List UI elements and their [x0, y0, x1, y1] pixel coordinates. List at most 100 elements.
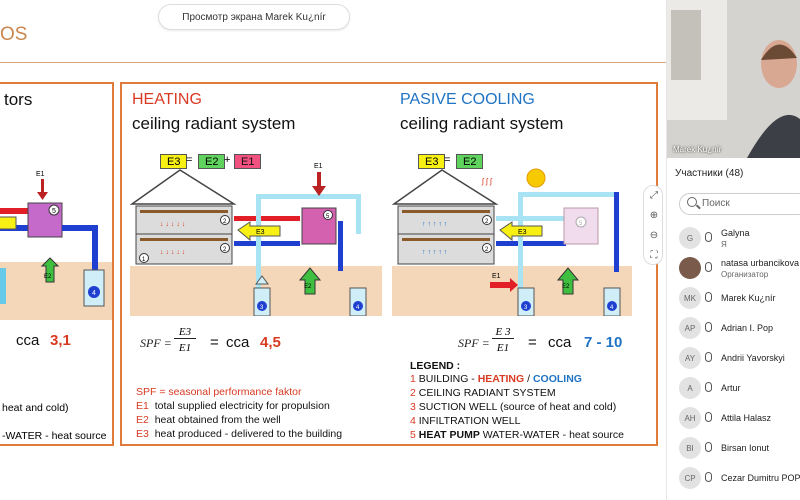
- legend-4-num: 4: [410, 415, 416, 427]
- legend-1-num: 1: [410, 373, 416, 385]
- avatar: AH: [679, 407, 701, 429]
- svg-text:4: 4: [610, 305, 614, 311]
- participant-name: Marek Ku¿nír: [721, 293, 776, 303]
- svg-text:2: 2: [485, 219, 489, 225]
- cooling-eq-sign-2: =: [528, 334, 537, 351]
- slide-title: OS: [0, 24, 28, 45]
- screen-share-banner[interactable]: Просмотр экрана Marek Ku¿nír: [158, 4, 350, 30]
- legend-1-heating: HEATING: [477, 373, 525, 385]
- legend-2-text: CEILING RADIANT SYSTEM: [418, 387, 556, 399]
- participant-role: Я: [721, 240, 727, 249]
- participant-row[interactable]: BI Birsan Ionut: [675, 434, 800, 464]
- participant-row[interactable]: natasa urbancikova Организатор: [675, 254, 800, 284]
- svg-text:↓ ↓ ↓ ↓ ↓: ↓ ↓ ↓ ↓ ↓: [160, 221, 185, 228]
- mic-icon: [705, 262, 712, 272]
- avatar: G: [679, 227, 701, 249]
- speaker-video[interactable]: Marek Ku¿nír: [667, 0, 800, 158]
- avatar: A: [679, 377, 701, 399]
- participant-name: Adrian I. Pop: [721, 323, 774, 333]
- participant-search-input[interactable]: Поиск: [679, 193, 800, 215]
- zoom-toolbar: ⤢ ⊕ ⊖ ⛶: [643, 185, 663, 265]
- svg-text:↑ ↑ ↑ ↑ ↑: ↑ ↑ ↑ ↑ ↑: [422, 249, 447, 256]
- participant-name: Artur: [721, 383, 741, 393]
- heating-subtitle: ceiling radiant system: [132, 114, 296, 133]
- note-e3-key: E3: [136, 428, 149, 440]
- participant-name: Birsan Ionut: [721, 443, 770, 453]
- avatar: AP: [679, 317, 701, 339]
- speaker-name: Marek Ku¿nír: [673, 145, 722, 154]
- participant-row[interactable]: G Galyna Я: [675, 224, 800, 254]
- mic-icon: [705, 292, 712, 302]
- svg-text:1: 1: [142, 257, 146, 263]
- cooling-diagram: ↑ ↑ ↑ ↑ ↑ ↑ ↑ ↑ ↑ ↑ 2 2 ʃ ʃ ʃ 5 E3 E1: [392, 168, 632, 316]
- participant-row[interactable]: MK Marek Ku¿nír: [675, 284, 800, 314]
- participant-row[interactable]: AP Adrian I. Pop: [675, 314, 800, 344]
- heating-eq-e3: E3: [160, 154, 188, 169]
- avatar: [679, 257, 701, 279]
- mic-icon: [705, 382, 712, 392]
- participant-name: Galyna: [721, 228, 750, 238]
- title-divider: [0, 62, 666, 63]
- heating-spf-numerator: E3: [174, 326, 196, 339]
- participants-title: Участники (48): [675, 168, 744, 179]
- shared-slide: Просмотр экрана Marek Ku¿nír OS tors 5 4: [0, 4, 666, 446]
- cooling-spf-label: SPF =: [458, 336, 490, 350]
- legend-2-num: 2: [410, 387, 416, 399]
- heating-title: HEATING: [132, 91, 202, 108]
- svg-text:↑ ↑ ↑ ↑ ↑: ↑ ↑ ↑ ↑ ↑: [422, 221, 447, 228]
- left-text-2: -WATER - heat source: [2, 430, 107, 442]
- participant-name: Andrii Yavorskyi: [721, 353, 785, 363]
- participant-row[interactable]: AH Attila Halasz: [675, 404, 800, 434]
- mic-icon: [705, 472, 712, 482]
- participant-row[interactable]: A Artur: [675, 374, 800, 404]
- avatar: CP: [679, 467, 701, 489]
- heating-spf-denominator: E1: [178, 342, 192, 354]
- legend-4-text: INFILTRATION WELL: [418, 415, 521, 427]
- cooling-title: PASIVE COOLING: [400, 91, 535, 108]
- legend-5-bold: HEAT PUMP: [418, 429, 480, 441]
- svg-text:E3: E3: [256, 229, 265, 236]
- fullscreen-icon[interactable]: ⤢: [650, 190, 658, 201]
- participant-role: Организатор: [721, 270, 769, 279]
- svg-text:E1: E1: [314, 163, 323, 170]
- fit-screen-icon[interactable]: ⛶: [650, 250, 658, 261]
- meeting-sidebar: Marek Ku¿nír ⤢ ⊕ ⊖ ⛶ Участники (48) Поис…: [643, 0, 800, 500]
- left-panel: tors 5 4 E2 E1 cca: [0, 82, 114, 446]
- heating-value: 4,5: [260, 334, 281, 351]
- mic-icon: [705, 322, 712, 332]
- svg-text:4: 4: [356, 305, 360, 311]
- legend-title: LEGEND :: [410, 360, 461, 372]
- note-e1-text: total supplied electricity for propulsio…: [154, 400, 330, 412]
- left-value: 3,1: [50, 332, 71, 349]
- svg-text:E2: E2: [562, 284, 570, 290]
- heating-diagram: ↓ ↓ ↓ ↓ ↓ ↓ ↓ ↓ ↓ ↓ 2 2 1 5 E3 E1: [130, 163, 382, 316]
- svg-text:ʃ ʃ ʃ: ʃ ʃ ʃ: [481, 177, 493, 186]
- left-text-1: heat and cold): [2, 402, 69, 414]
- cooling-spf-numerator: E 3: [492, 326, 514, 339]
- participant-name: natasa urbancikova: [721, 258, 800, 268]
- main-panel: HEATING ceiling radiant system E3 = E2 +…: [120, 82, 658, 446]
- zoom-in-icon[interactable]: ⊕: [649, 210, 659, 221]
- participant-row[interactable]: AY Andrii Yavorskyi: [675, 344, 800, 374]
- avatar: AY: [679, 347, 701, 369]
- legend-5-num: 5: [410, 429, 416, 441]
- svg-text:E3: E3: [518, 229, 527, 236]
- heating-eq-e2: E2: [198, 154, 226, 169]
- participant-name: Attila Halasz: [721, 413, 772, 423]
- note-e3-text: heat produced - delivered to the buildin…: [154, 428, 343, 440]
- svg-text:2: 2: [223, 247, 227, 253]
- heating-eq-e1: E1: [234, 154, 262, 169]
- legend-1-text: BUILDING -: [418, 373, 478, 385]
- cooling-cca: cca: [548, 334, 572, 351]
- participant-row[interactable]: CP Cezar Dumitru POP: [675, 464, 800, 494]
- svg-text:E1: E1: [36, 171, 45, 178]
- note-e2-text: heat obtained from the well: [154, 414, 281, 426]
- search-icon: [687, 197, 697, 207]
- mic-icon: [705, 232, 712, 242]
- legend-1-cooling: COOLING: [532, 373, 582, 385]
- left-diagram: 5 4 E2 E1: [0, 171, 112, 320]
- zoom-out-icon[interactable]: ⊖: [649, 230, 659, 241]
- heating-eq-plus: +: [224, 154, 231, 166]
- heating-eq-sign: =: [186, 154, 193, 166]
- legend-3-num: 3: [410, 401, 416, 413]
